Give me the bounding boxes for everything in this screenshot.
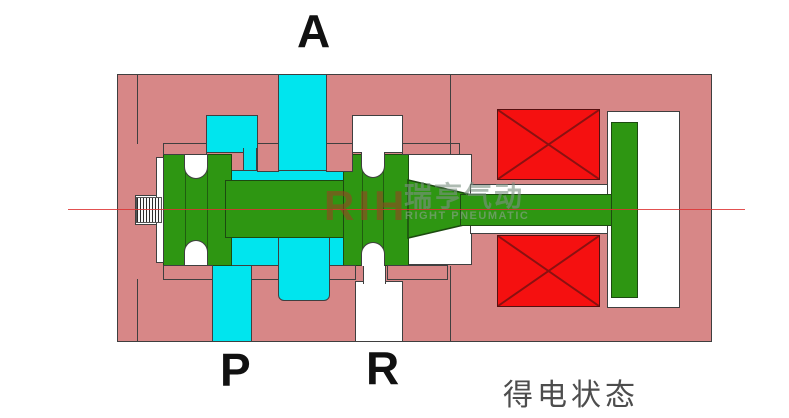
solenoid-coil-lower <box>497 235 600 307</box>
sleeve-ledge <box>402 143 460 155</box>
watermark-brand-en: RIGHT PNEUMATIC <box>405 210 530 222</box>
groove-line <box>185 155 186 265</box>
port-p-channel <box>212 265 252 342</box>
port-a-channel <box>278 74 327 172</box>
port-p-label: P <box>220 344 251 396</box>
port-r-top-recess <box>352 115 403 153</box>
groove-line <box>207 155 208 265</box>
housing-divider-line <box>450 266 451 341</box>
valve-seat <box>326 143 353 172</box>
state-caption: 得电状态 <box>503 379 639 412</box>
watermark-brand-cn: 瑞亨气动 <box>404 181 525 212</box>
sleeve-ledge <box>163 143 207 155</box>
end-cap-line <box>137 75 138 144</box>
end-cap-line <box>137 279 138 341</box>
return-spring <box>136 197 162 223</box>
oring-seal <box>184 240 208 266</box>
oring-seal <box>184 154 208 179</box>
solenoid-coil-upper <box>497 109 600 180</box>
port-r-bottom-channel <box>355 281 403 342</box>
armature-plunger <box>611 122 638 298</box>
coil-cross-icon <box>498 110 599 179</box>
sleeve-ledge <box>387 265 448 280</box>
port-a-label: A <box>297 5 331 57</box>
watermark-brand: RIH <box>324 182 409 229</box>
sleeve-ledge <box>251 265 279 280</box>
oring-seal <box>361 152 385 178</box>
port-r-label: R <box>366 342 400 394</box>
groove-line <box>362 155 363 265</box>
pilot-recess-left <box>206 115 258 153</box>
valve-seat <box>257 143 279 172</box>
oring-seal <box>361 242 385 266</box>
chamber-pocket-bottom <box>278 233 330 301</box>
groove-line <box>383 155 384 265</box>
sleeve-ledge <box>163 265 213 280</box>
push-rod <box>460 194 616 226</box>
housing-divider-line <box>450 75 451 155</box>
sleeve-ledge <box>329 265 356 280</box>
coil-cross-icon <box>498 236 599 306</box>
center-axis-line <box>68 209 745 210</box>
